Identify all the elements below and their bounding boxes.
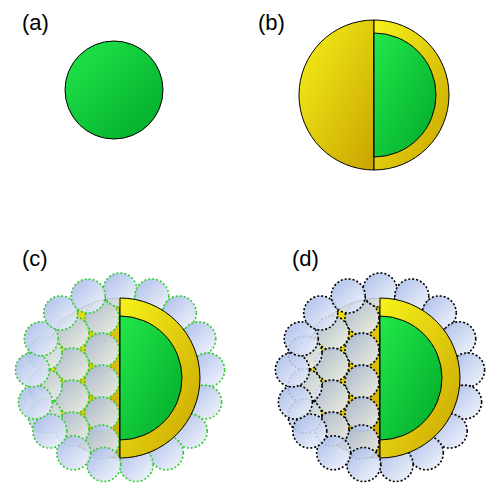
ligand-circle bbox=[345, 333, 379, 367]
ligand-circle bbox=[278, 385, 312, 419]
coated-janus-black bbox=[275, 273, 484, 482]
ligand-circle bbox=[18, 385, 52, 419]
panel-label: (b) bbox=[258, 12, 285, 34]
ligand-circle bbox=[33, 414, 67, 448]
ligand-circle bbox=[87, 448, 121, 482]
panel-label: (c) bbox=[22, 248, 48, 270]
ligand-circle bbox=[15, 353, 49, 387]
ligand-circle bbox=[85, 333, 119, 367]
panel-label: (d) bbox=[292, 248, 319, 270]
ligand-circle bbox=[71, 279, 105, 313]
ligand-circle bbox=[293, 414, 327, 448]
green-half bbox=[120, 316, 182, 440]
green-sphere bbox=[65, 41, 163, 139]
janus-particle bbox=[299, 20, 449, 170]
ligand-circle bbox=[345, 365, 379, 399]
panel-label: (a) bbox=[22, 12, 49, 34]
yellow-cap bbox=[380, 298, 460, 458]
green-half bbox=[380, 316, 442, 440]
coated-janus-green bbox=[15, 273, 224, 482]
ligand-circle bbox=[331, 279, 365, 313]
yellow-cap bbox=[120, 298, 200, 458]
ligand-circle bbox=[275, 353, 309, 387]
ligand-circle bbox=[85, 365, 119, 399]
ligand-circle bbox=[347, 448, 381, 482]
